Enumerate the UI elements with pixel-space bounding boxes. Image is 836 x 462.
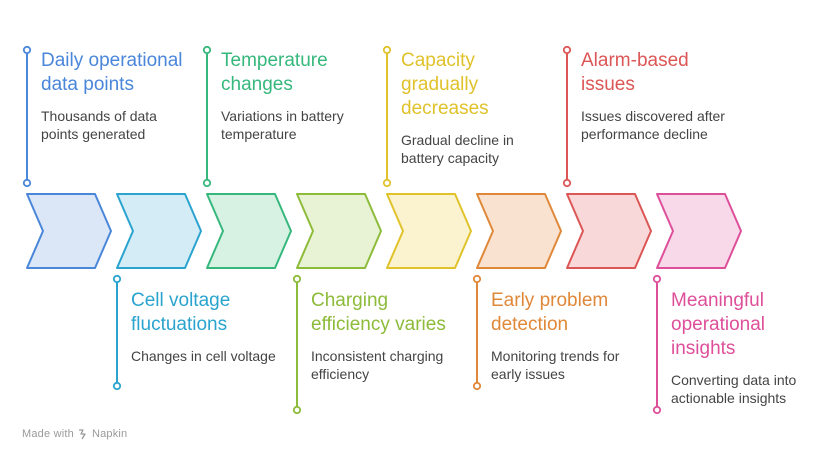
chevron-step-6 [476,193,562,269]
step-description: Variations in battery temperature [221,108,344,142]
connector-dot-8-start [652,274,662,284]
connector-dot-2-start [112,274,122,284]
made-with-label: Made with [22,428,74,440]
step-title: Charging efficiency varies [311,290,446,335]
step-description: Gradual decline in battery capacity [401,132,514,166]
connector-dot-8-end [652,405,662,415]
connector-dot-2-end [112,381,122,391]
step-title: Cell voltage fluctuations [131,290,231,335]
step-title: Early problem detection [491,290,609,335]
step-description: Converting data into actionable insights [671,372,797,406]
connector-dot-1-start [22,45,32,55]
step-description: Issues discovered after performance decl… [581,108,725,142]
connector-dot-5-start [382,45,392,55]
chevron-step-1 [26,193,112,269]
connector-dot-4-end [292,405,302,415]
connector-dot-5-end [382,178,392,188]
napkin-brand-label: Napkin [91,428,128,440]
step-title: Temperature changes [221,50,328,95]
step-title: Alarm-based issues [581,50,689,95]
chevron-step-3 [206,193,292,269]
step-description: Changes in cell voltage [131,348,276,364]
step-description: Monitoring trends for early issues [491,348,620,382]
chevron-step-2 [116,193,202,269]
connector-dot-3-end [202,178,212,188]
connector-dot-7-end [562,178,572,188]
step-title: Capacity gradually decreases [401,50,489,119]
chevron-step-5 [386,193,472,269]
connector-dot-6-end [472,381,482,391]
step-title: Meaningful operational insights [671,290,766,359]
connector-dot-7-start [562,45,572,55]
step-description: Thousands of data points generated [41,108,157,142]
footer-credit: Made with Napkin [22,428,127,440]
connector-dot-6-start [472,274,482,284]
step-title: Daily operational data points [41,50,183,95]
chevron-step-4 [296,193,382,269]
chevron-step-8 [656,193,742,269]
connector-dot-4-start [292,274,302,284]
connector-dot-1-end [22,178,32,188]
napkin-logo-icon [78,429,86,440]
connector-dot-3-start [202,45,212,55]
chevron-step-7 [566,193,652,269]
step-description: Inconsistent charging efficiency [311,348,444,382]
